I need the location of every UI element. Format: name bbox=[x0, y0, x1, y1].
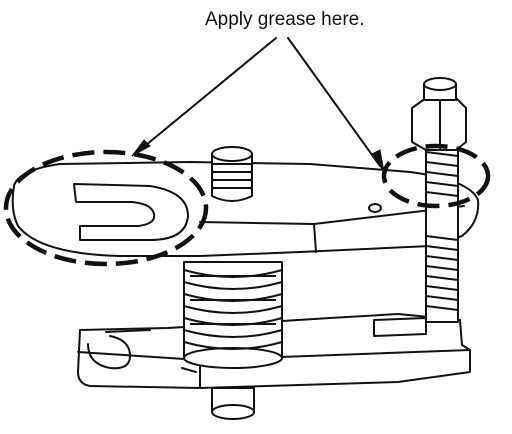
bottom-pin bbox=[211, 387, 255, 420]
dashed-circle-highlight-icon bbox=[3, 143, 491, 267]
threaded-bolt bbox=[411, 77, 467, 323]
coil-spring bbox=[183, 261, 283, 369]
callout-label: Apply grease here. bbox=[205, 9, 365, 30]
upper-plate bbox=[11, 161, 480, 257]
arrow-icon bbox=[131, 37, 385, 173]
top-stud bbox=[211, 146, 253, 202]
